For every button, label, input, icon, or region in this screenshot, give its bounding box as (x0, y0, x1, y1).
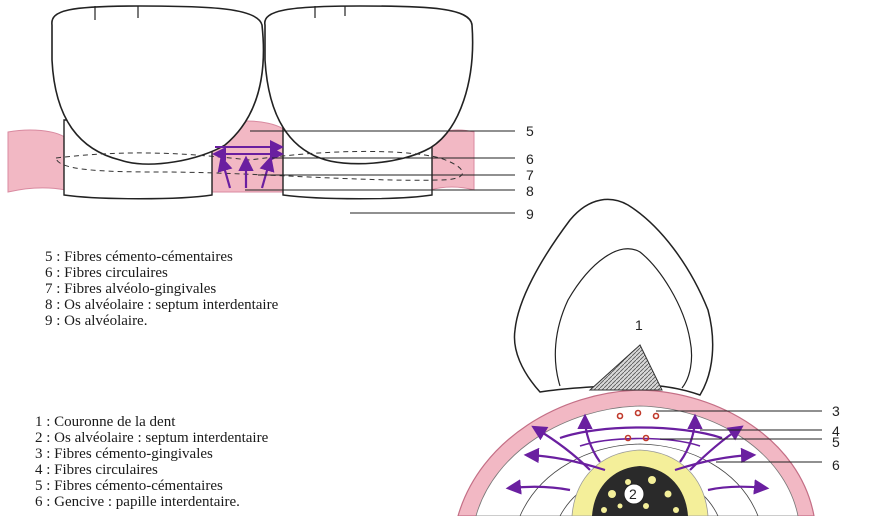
fibre-7c (259, 155, 275, 189)
callout-6b: 6 (832, 457, 840, 473)
legend-bottom-item: 5 : Fibres cémento-cémentaires (35, 478, 223, 494)
bone-label-circle (623, 483, 645, 505)
bone-label: 2 (629, 486, 637, 502)
circular-fibre (559, 426, 723, 440)
crown-right (264, 5, 474, 165)
legend-bottom-item: 4 : Fibres circulaires (35, 462, 158, 478)
legend-bottom-item: 3 : Fibres cémento-gingivales (35, 446, 213, 462)
legend-top-item: 9 : Os alvéolaire. (45, 313, 148, 329)
legend-bottom-item: 6 : Gencive : papille interdentaire. (35, 494, 240, 510)
legend-bottom-item: 1 : Couronne de la dent (35, 414, 176, 430)
legend-top-item: 8 : Os alvéolaire : septum interdentaire (45, 297, 279, 313)
legend-top-item: 7 : Fibres alvéolo-gingivales (45, 281, 217, 297)
fibre-section-dots (616, 409, 660, 442)
bottom-figure: 2 1 3 (457, 198, 840, 516)
crown-1 (513, 198, 714, 396)
callout-8: 8 (526, 183, 534, 199)
crown-left (51, 5, 265, 165)
legend-bottom: 1 : Couronne de la dent 2 : Os alvéolair… (35, 414, 268, 510)
crown-1-inner (554, 248, 693, 389)
bottom-callouts: 3 4 5 6 (832, 403, 840, 473)
legend-top: 5 : Fibres cémento-cémentaires 6 : Fibre… (45, 249, 278, 329)
legend-bottom-item: 2 : Os alvéolaire : septum interdentaire (35, 430, 269, 446)
callout-6: 6 (526, 151, 534, 167)
pulp-hatch (588, 344, 663, 391)
callout-7: 7 (526, 167, 534, 183)
callout-5: 5 (526, 123, 534, 139)
callout-4: 4 (832, 423, 840, 439)
callout-9: 9 (526, 206, 534, 222)
fibre-7a (217, 155, 233, 189)
top-figure: 5 6 7 8 9 (7, 5, 534, 222)
crown-label: 1 (635, 317, 643, 333)
legend-top-item: 5 : Fibres cémento-cémentaires (45, 249, 233, 265)
callout-3: 3 (832, 403, 840, 419)
top-callouts: 5 6 7 8 9 (526, 123, 534, 222)
callout-5b: 5 (832, 434, 840, 450)
legend-top-item: 6 : Fibres circulaires (45, 265, 168, 281)
